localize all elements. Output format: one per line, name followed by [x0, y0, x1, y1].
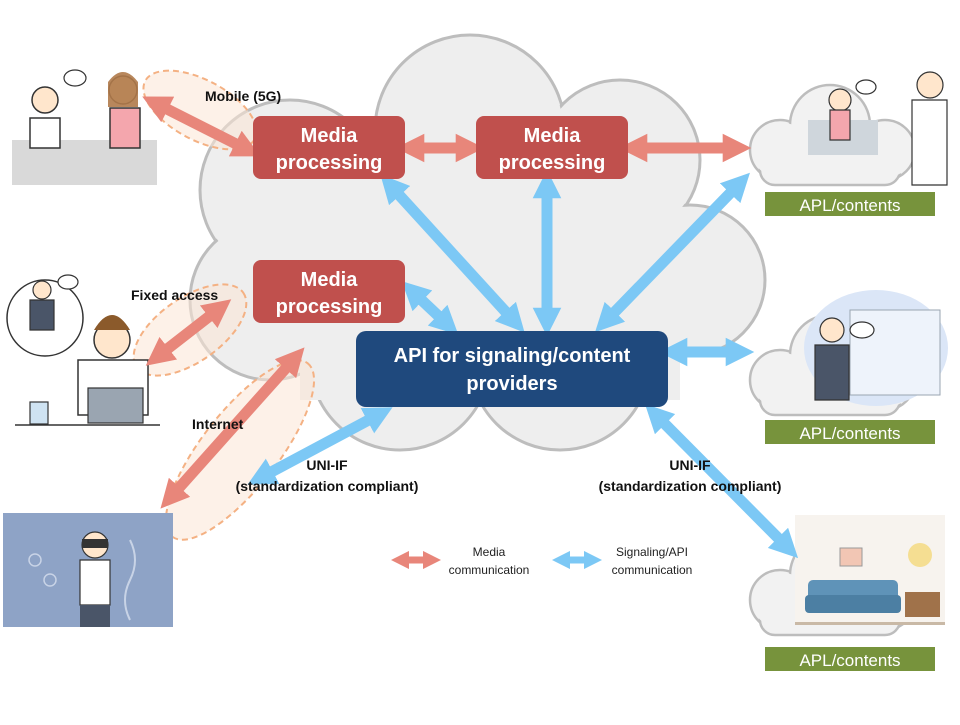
internet-media-arrow [160, 347, 305, 509]
uni-if-left-sublabel: (standardization compliant) [236, 478, 419, 494]
api-box-line-2: providers [466, 373, 557, 395]
legend-media-line-1: Media [473, 545, 506, 559]
media1-api-signal-arrow [380, 174, 525, 333]
vr-user-illustration [3, 513, 173, 627]
internet-label: Internet [192, 416, 244, 432]
media-box-1-line-2: processing [276, 152, 383, 174]
uni-if-right-label: UNI-IF [669, 457, 711, 473]
apl-livingroom-illustration [795, 515, 945, 625]
media-processing-box-3: Media processing [253, 260, 405, 323]
apl-presenter-illustration [804, 290, 948, 406]
media3-api-signal-arrow [401, 281, 459, 335]
legend-media-line-2: communication [449, 563, 530, 577]
doctor-patient-illustration [12, 69, 157, 185]
apl-doctor-illustration [808, 71, 948, 186]
uni-if-right-sublabel: (standardization compliant) [599, 478, 782, 494]
legend: Media communication Signaling/API commun… [390, 545, 693, 577]
apl-contents-box-top: APL/contents [765, 192, 935, 216]
legend-signaling-line-1: Signaling/API [616, 545, 688, 559]
media-processing-box-2: Media processing [476, 116, 628, 179]
uni-if-right-signal-arrow [644, 403, 799, 559]
apl-top-api-signal-arrow [595, 172, 750, 333]
media-box-2-line-2: processing [499, 152, 606, 174]
apl-contents-box-middle: APL/contents [765, 420, 935, 444]
fixed-access-label: Fixed access [131, 287, 218, 303]
media-box-3-line-2: processing [276, 296, 383, 318]
api-box-line-1: API for signaling/content [394, 345, 631, 367]
apl-contents-bottom-label: APL/contents [799, 651, 900, 670]
uni-if-left-label: UNI-IF [306, 457, 348, 473]
uni-if-left-signal-arrow [247, 407, 393, 485]
media-box-2-line-1: Media [524, 125, 582, 147]
apl-contents-box-bottom: APL/contents [765, 647, 935, 671]
media-processing-box-1: Media processing [253, 116, 405, 179]
mobile-media-arrow [142, 96, 261, 157]
media-box-1-line-1: Media [301, 125, 359, 147]
media-box-3-line-1: Media [301, 269, 359, 291]
laptop-user-illustration [15, 315, 160, 426]
api-box: API for signaling/content providers [356, 331, 668, 407]
speaker-bubble-illustration [6, 274, 84, 357]
mobile-label: Mobile (5G) [205, 88, 281, 104]
legend-signaling-line-2: communication [612, 563, 693, 577]
apl-contents-middle-label: APL/contents [799, 424, 900, 443]
apl-contents-top-label: APL/contents [799, 196, 900, 215]
